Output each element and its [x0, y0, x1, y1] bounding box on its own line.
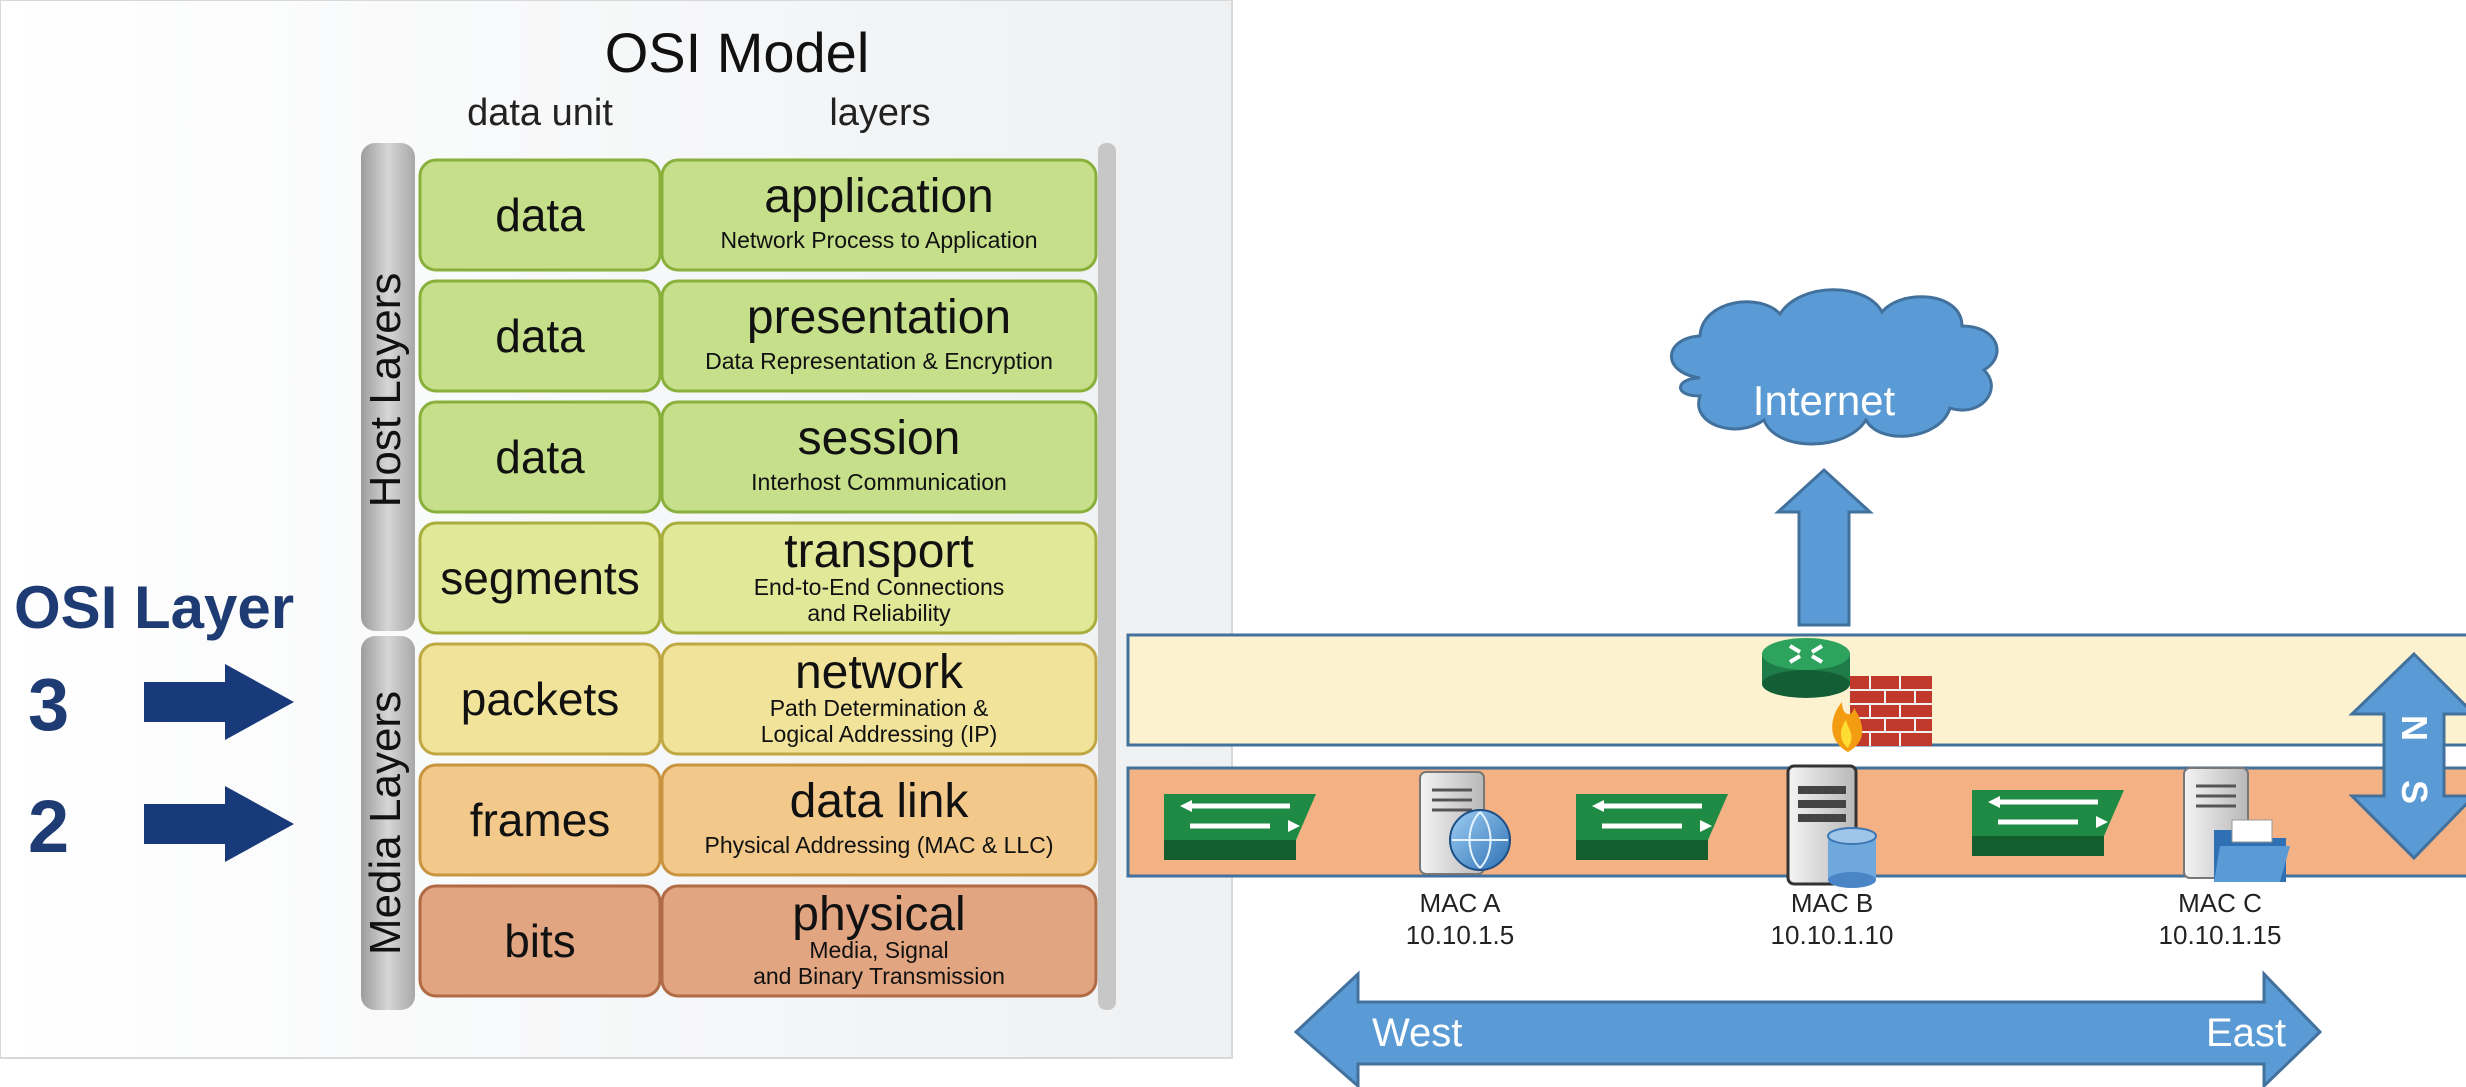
data-unit-cell — [418, 400, 662, 514]
layer-description: and Reliability — [807, 600, 951, 626]
host-a-ip: 10.10.1.5 — [1406, 920, 1514, 950]
layer-description: Media, Signal — [809, 937, 948, 963]
host-b-ip: 10.10.1.10 — [1771, 920, 1894, 950]
osi-model-title: OSI Model — [605, 21, 870, 84]
data-unit-cell — [418, 158, 662, 272]
data-unit-cell — [418, 884, 662, 998]
layer-description: Logical Addressing (IP) — [761, 721, 998, 747]
media-layers-bar — [361, 636, 415, 1010]
data-unit-cell — [418, 642, 662, 756]
web-server-icon — [1419, 771, 1511, 875]
layer-description: End-to-End Connections — [754, 574, 1005, 600]
osi-model-panel: OSI Model data unit layers Host Layers M… — [0, 0, 1233, 1059]
host-a-mac: MAC A — [1420, 888, 1502, 918]
layer-description: Path Determination & — [770, 695, 989, 721]
media-layers-label: Media Layers — [361, 691, 410, 955]
layer-name: data link — [790, 775, 970, 828]
data-unit-cell — [418, 521, 662, 635]
layer-description: Data Representation & Encryption — [705, 348, 1053, 374]
layer-description: Physical Addressing (MAC & LLC) — [705, 832, 1054, 858]
layer-cell — [660, 884, 1098, 998]
layer-description: Network Process to Application — [720, 227, 1037, 253]
network-diagram: Internet — [1126, 288, 2466, 1087]
layer-3-marker: 3 — [28, 663, 69, 746]
layer-cell — [660, 279, 1098, 393]
data-unit-label: bits — [504, 915, 576, 967]
data-unit-label: data — [495, 310, 585, 362]
data-unit-label: data — [495, 189, 585, 241]
database-server-icon — [1786, 764, 1877, 888]
north-label: N — [2394, 715, 2435, 741]
host-layers-bar — [361, 143, 415, 631]
layer-name: application — [764, 170, 994, 223]
layer-cell — [660, 158, 1098, 272]
host-b-mac: MAC B — [1791, 888, 1873, 918]
data-unit-cell — [418, 763, 662, 877]
layer-cell — [660, 763, 1098, 877]
host-c-mac: MAC C — [2178, 888, 2262, 918]
layer-cell — [660, 642, 1098, 756]
west-label: West — [1372, 1011, 1462, 1055]
router-icon — [1762, 638, 1850, 698]
layer-description: and Binary Transmission — [753, 963, 1005, 989]
internet-cloud-icon — [1670, 288, 1999, 446]
east-west-arrow — [1293, 970, 2323, 1087]
layer-2-arrow-icon — [144, 786, 294, 862]
switch-1-icon — [1164, 794, 1316, 860]
east-label: East — [2206, 1011, 2286, 1055]
north-up-arrow — [1774, 467, 1874, 627]
data-unit-label: frames — [470, 794, 611, 846]
layer-cell — [660, 400, 1098, 514]
file-server-icon — [2183, 767, 2290, 882]
data-unit-label: packets — [461, 673, 620, 725]
osi-layer-annotation: OSI Layer 3 2 — [14, 574, 294, 868]
south-label: S — [2394, 780, 2435, 804]
layer-description: Interhost Communication — [751, 469, 1007, 495]
layer-name: transport — [784, 525, 973, 578]
layer-cell — [660, 521, 1098, 635]
switch-3-icon — [1972, 790, 2124, 856]
host-c-ip: 10.10.1.15 — [2159, 920, 2282, 950]
layer-name: physical — [792, 888, 965, 941]
layer-2-marker: 2 — [28, 785, 69, 868]
layer-name: session — [798, 412, 961, 465]
osi-layer-label: OSI Layer — [14, 574, 294, 641]
data-unit-label: segments — [440, 552, 639, 604]
layer-name: network — [795, 646, 964, 699]
host-layers-label: Host Layers — [361, 273, 410, 508]
layers-header: layers — [829, 92, 930, 134]
layer-3-arrow-icon — [144, 664, 294, 740]
data-unit-cell — [418, 279, 662, 393]
switch-2-icon — [1576, 794, 1728, 860]
data-unit-label: data — [495, 431, 585, 483]
internet-label: Internet — [1753, 377, 1896, 424]
firewall-icon — [1832, 676, 1932, 752]
data-unit-header: data unit — [467, 92, 613, 134]
layer-name: presentation — [747, 291, 1011, 344]
north-south-arrow — [2348, 651, 2466, 861]
